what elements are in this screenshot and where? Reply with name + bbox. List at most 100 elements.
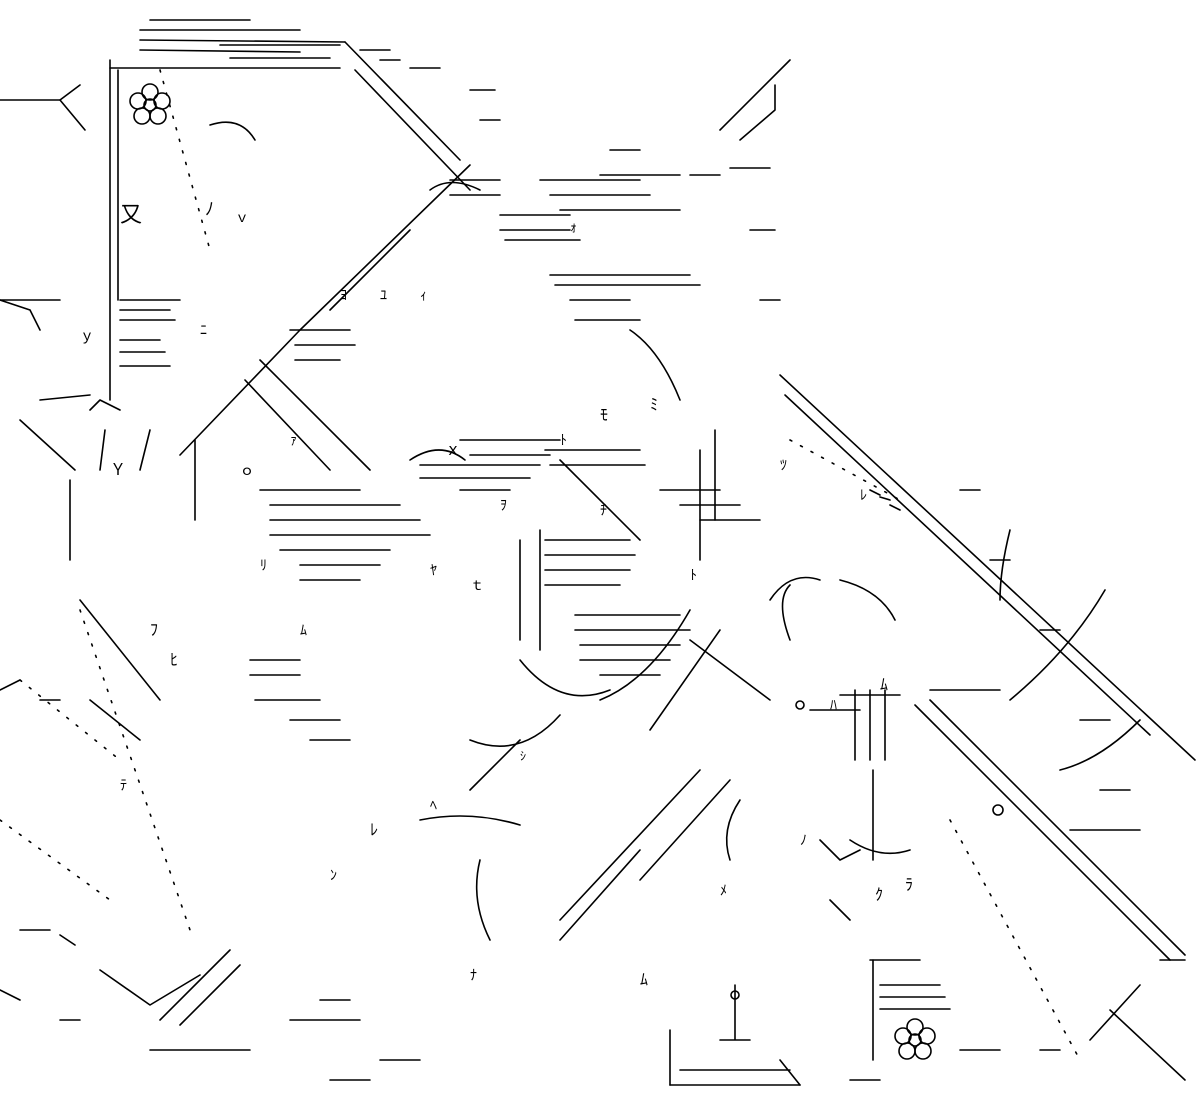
text-art-glyph: ﾐ xyxy=(650,395,658,414)
hatch-stroke xyxy=(539,174,681,211)
text-art-glyph: ﾚ xyxy=(860,488,867,504)
text-art-glyph: ﾅ xyxy=(470,968,477,984)
arc-stroke xyxy=(629,329,681,401)
text-art-glyph: ﾔ xyxy=(430,563,437,579)
hatch-stroke xyxy=(544,539,636,586)
hatch-stroke xyxy=(249,659,351,741)
diagonal-stroke xyxy=(559,459,641,541)
hatch-stroke xyxy=(419,464,541,491)
text-art-glyph: ﾊ xyxy=(830,698,837,714)
text-art-glyph: ｨ xyxy=(420,288,427,304)
dot-trail xyxy=(159,69,211,251)
curve-stroke xyxy=(159,949,231,1021)
frame-stroke xyxy=(819,839,861,921)
dot-trail xyxy=(789,439,901,501)
dot-trail xyxy=(949,819,1081,1061)
diagonal-stroke xyxy=(299,164,471,331)
diagonal-stroke xyxy=(469,739,521,791)
arc-stroke xyxy=(419,815,521,826)
frame-stroke xyxy=(679,984,801,1086)
arc-stroke xyxy=(839,579,896,621)
arc-stroke xyxy=(469,714,561,747)
text-art-glyph: Ｙ xyxy=(110,460,126,479)
dash-stroke xyxy=(319,999,1061,1081)
diagonal-stroke xyxy=(719,59,791,131)
hatch-stroke xyxy=(879,984,951,1010)
diagonal-stroke xyxy=(649,629,721,731)
text-art-glyph: ｔ xyxy=(470,578,484,594)
text-art-glyph: ﾆ xyxy=(200,323,207,339)
arc-stroke xyxy=(1059,719,1141,771)
text-art-glyph: ﾃ xyxy=(120,778,127,794)
arc-stroke xyxy=(725,799,741,861)
arc-stroke xyxy=(781,584,791,641)
line-strokes xyxy=(0,19,1196,1086)
dash-stroke xyxy=(359,49,781,301)
text-art-glyph: ｏ xyxy=(240,463,254,479)
curve-stroke xyxy=(99,969,201,1006)
curve-stroke xyxy=(79,599,161,701)
text-art-glyph: ﾚ xyxy=(370,820,378,839)
diagonal-stroke xyxy=(559,849,641,941)
diagonal-stroke xyxy=(779,374,1196,761)
text-art-glyph: ﾝ xyxy=(330,868,337,884)
diagonal-stroke xyxy=(1109,1009,1186,1081)
diagonal-stroke xyxy=(259,359,371,471)
hatch-stroke xyxy=(119,299,181,367)
arc-stroke xyxy=(475,859,491,941)
hatch-stroke xyxy=(259,489,431,581)
diagonal-stroke xyxy=(784,394,1151,736)
text-art-glyph: ﾓ xyxy=(600,405,608,424)
text-art-glyph: ﾍ xyxy=(430,798,437,814)
diagonal-stroke xyxy=(344,41,461,161)
dash-stroke xyxy=(0,679,81,1021)
flower-icon xyxy=(129,83,171,125)
diagonal-stroke xyxy=(559,769,701,921)
text-art-glyph: ｙ xyxy=(80,328,94,344)
text-art-glyph: ｼ xyxy=(520,749,526,763)
dot-trail xyxy=(79,609,191,931)
text-art-glyph: ﾂ xyxy=(780,458,787,474)
text-art-glyph: 又 xyxy=(120,203,142,228)
text-art-glyph: ﾘ xyxy=(260,558,267,574)
text-art-glyph: ﾑ xyxy=(300,623,307,639)
text-art-glyph: ﾌ xyxy=(150,620,158,639)
curve-stroke xyxy=(89,699,141,741)
arc-stroke xyxy=(409,449,466,461)
arc-stroke xyxy=(849,839,911,855)
diagonal-stroke xyxy=(1089,984,1141,1041)
diagonal-stroke xyxy=(329,229,411,311)
arc-stroke xyxy=(599,609,691,701)
text-art-glyph: ｘ xyxy=(445,440,461,459)
diagonal-stroke xyxy=(689,639,771,701)
curve-stroke xyxy=(179,964,241,1026)
diagonal-stroke xyxy=(354,69,471,191)
arc-stroke xyxy=(519,659,611,697)
text-art-glyph: ﾗ xyxy=(905,875,913,894)
diagonal-stroke xyxy=(914,704,1171,961)
text-art-glyph: ﾒ xyxy=(720,883,727,899)
frame-stroke xyxy=(89,399,151,471)
text-art-glyph: ｧ xyxy=(290,433,297,449)
text-art-glyph: ﾖ xyxy=(340,288,347,304)
arc-stroke xyxy=(999,529,1011,601)
text-art-glyph: ﾁ xyxy=(600,503,607,519)
text-art-glyph: ﾉ xyxy=(800,833,807,849)
text-art-glyph: ﾄ xyxy=(560,433,567,449)
text-art-glyph: ｖ xyxy=(235,210,249,226)
text-art-glyph: ﾕ xyxy=(380,288,387,304)
text-art-glyph: ｫ xyxy=(570,220,577,236)
diagonal-stroke xyxy=(639,779,731,881)
text-art-glyph: ﾑ xyxy=(880,675,888,694)
frame-stroke xyxy=(0,84,91,561)
flower-icon xyxy=(894,1018,936,1060)
horizontal-stroke xyxy=(139,49,301,53)
hatch-stroke xyxy=(574,614,691,676)
hatch-stroke xyxy=(449,179,581,241)
diagonal-stroke xyxy=(244,379,331,471)
ring-icon xyxy=(730,700,1004,1000)
hatch-stroke xyxy=(809,694,901,711)
